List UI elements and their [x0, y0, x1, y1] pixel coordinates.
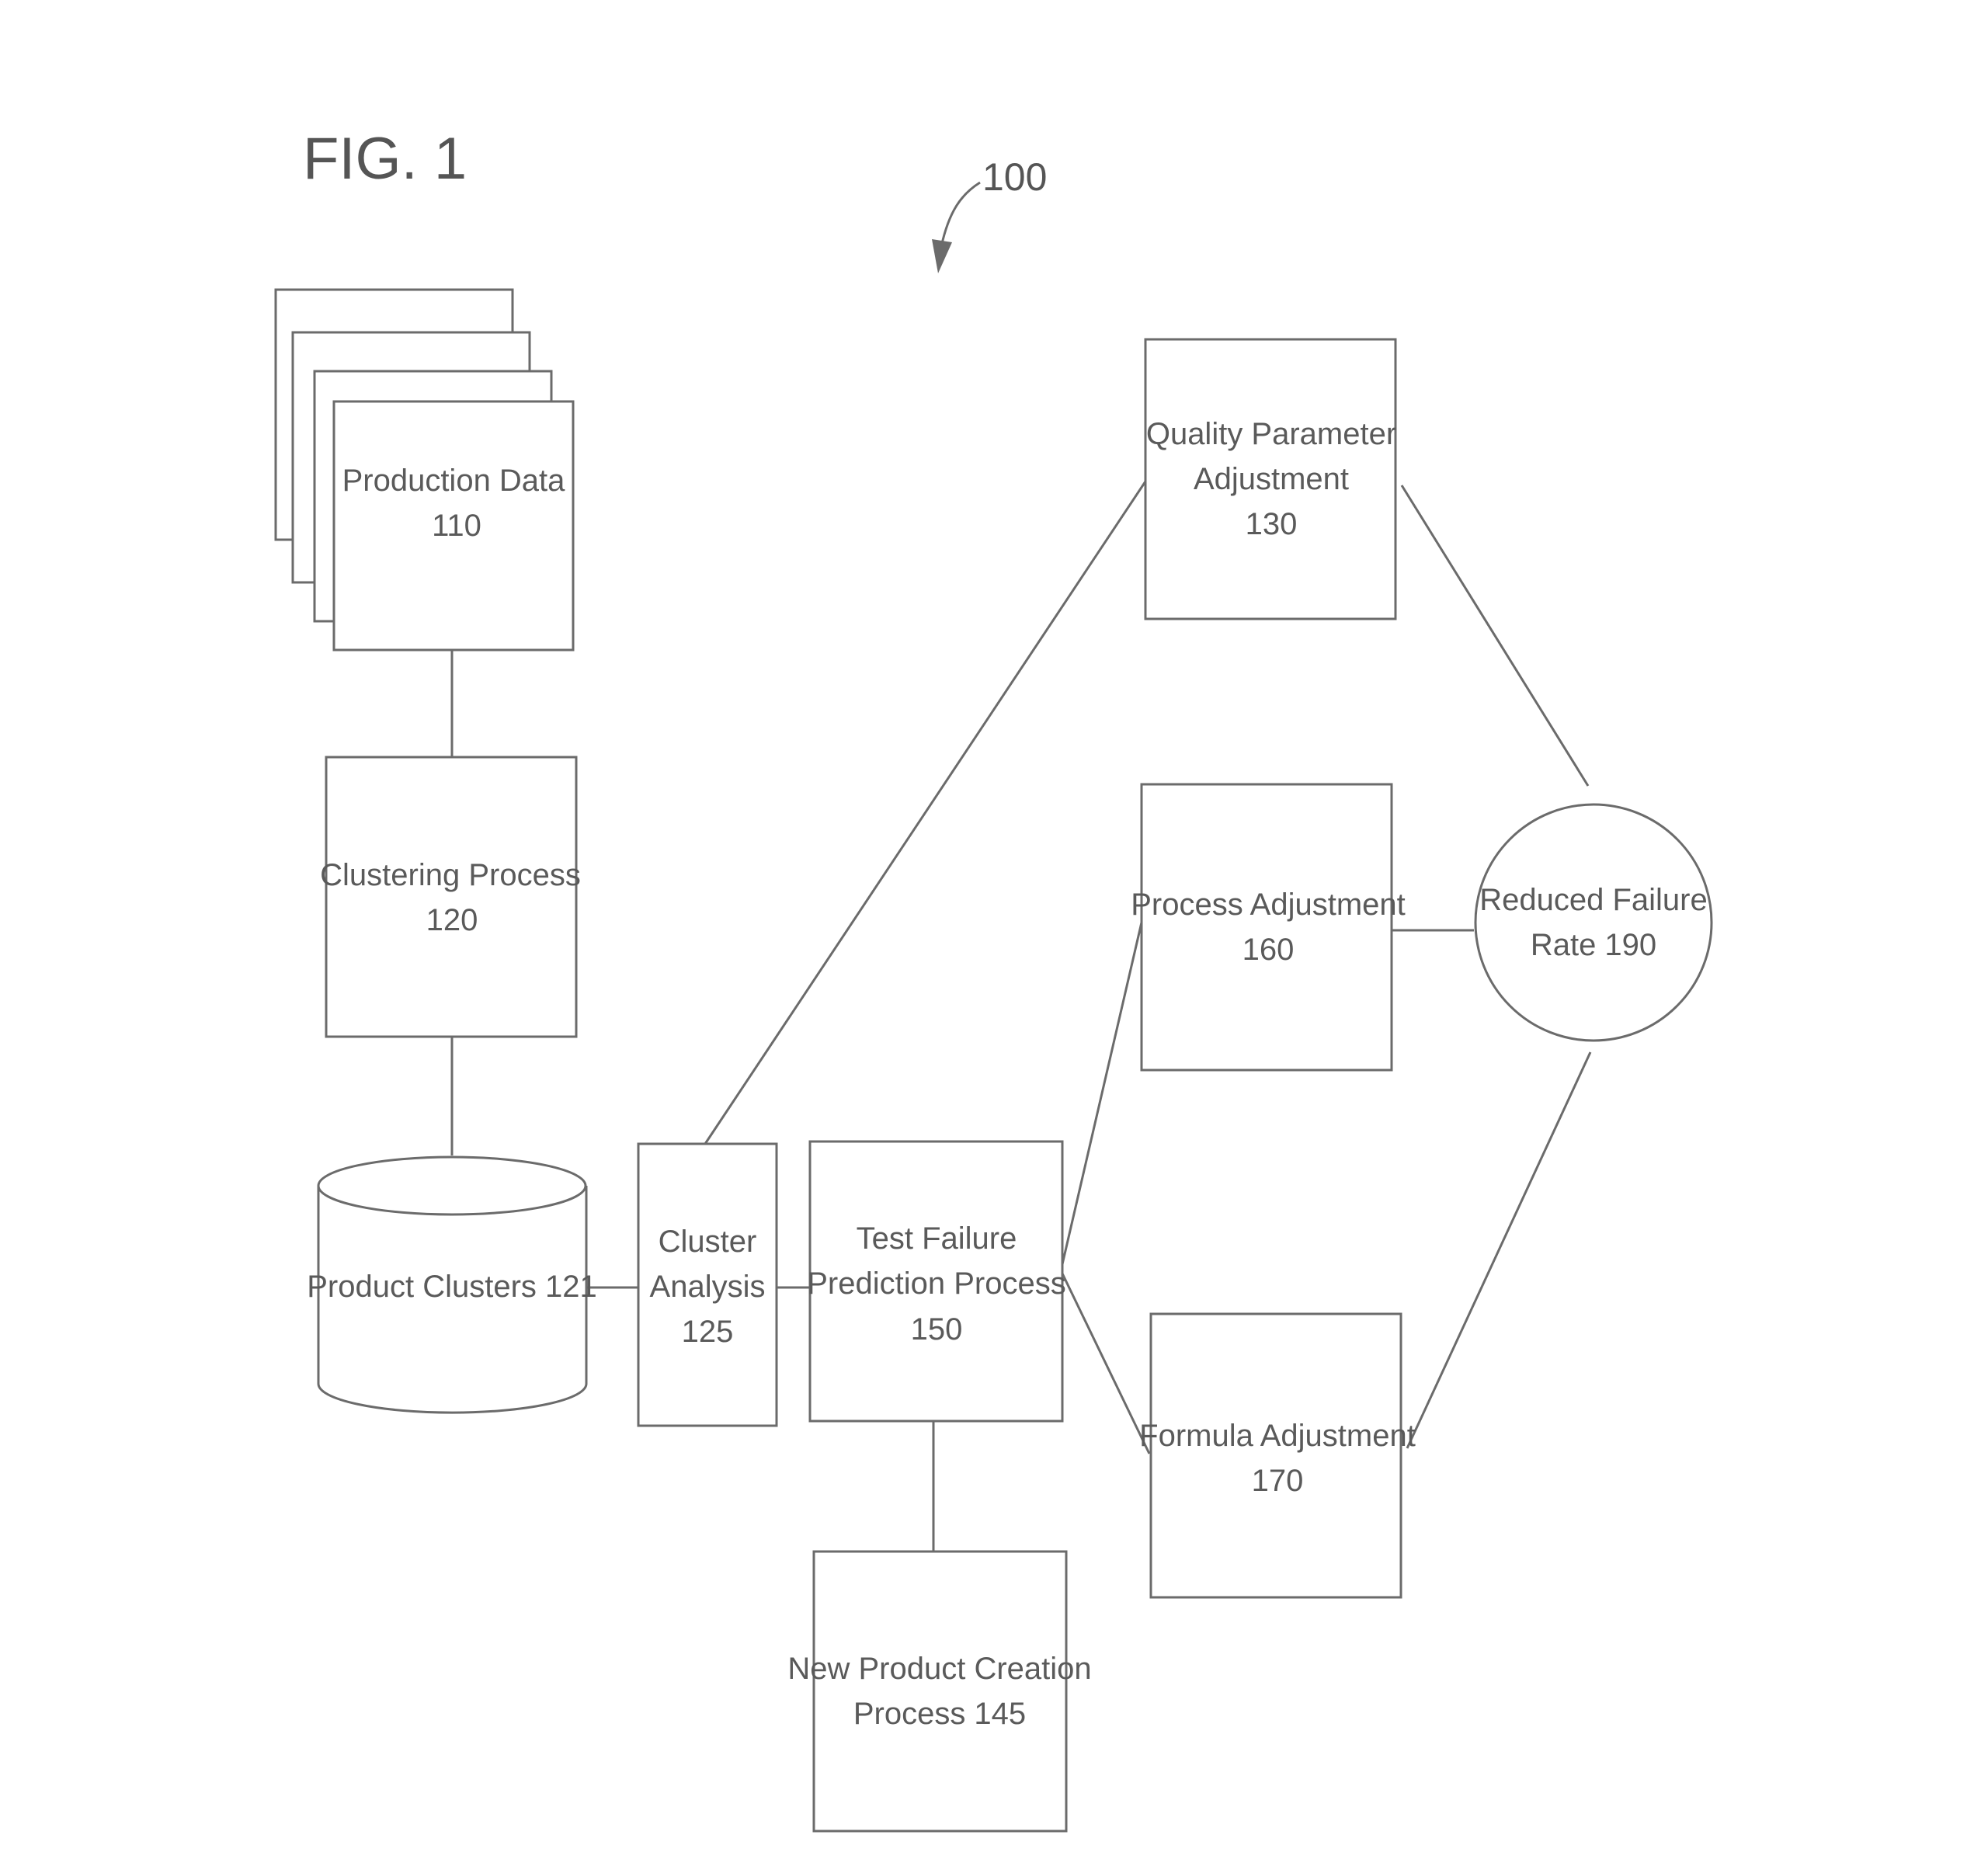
- new-product-creation-box: [812, 1550, 1068, 1833]
- cluster-analysis-number: 125: [682, 1315, 734, 1349]
- connector-prediction-process: [1061, 922, 1143, 1265]
- process-adjustment-label: Process Adjustment: [1131, 888, 1406, 922]
- figure-reference-number: 100: [982, 155, 1047, 199]
- new-product-creation-label-2: Process 145: [853, 1697, 1026, 1731]
- cluster-analysis-box: [637, 1142, 778, 1427]
- node-test-failure-prediction: Test Failure Prediction Process 150: [807, 1140, 1066, 1423]
- quality-parameter-adjustment-box: [1144, 338, 1397, 620]
- node-product-clusters: Product Clusters 121: [307, 1155, 597, 1414]
- clustering-process-number: 120: [426, 903, 478, 937]
- product-clusters-cylinder-body: [317, 1186, 588, 1414]
- test-failure-prediction-label-2: Prediction Process: [807, 1267, 1065, 1301]
- node-production-data: Production Data 110: [274, 288, 575, 652]
- clustering-process-box: [325, 756, 578, 1038]
- test-failure-prediction-number: 150: [911, 1312, 963, 1347]
- product-clusters-cylinder-top: [317, 1155, 587, 1216]
- connector-analysis-quality: [704, 481, 1147, 1145]
- connector-prediction-formula: [1061, 1273, 1151, 1454]
- node-quality-parameter-adjustment: Quality Parameter Adjustment 130: [1144, 338, 1397, 620]
- node-formula-adjustment: Formula Adjustment 170: [1139, 1312, 1416, 1599]
- node-clustering-process: Clustering Process 120: [320, 756, 581, 1038]
- product-clusters-label: Product Clusters 121: [307, 1270, 597, 1304]
- quality-parameter-adjustment-number: 130: [1246, 507, 1298, 541]
- process-adjustment-box: [1140, 783, 1393, 1072]
- formula-adjustment-box: [1149, 1312, 1402, 1599]
- test-failure-prediction-label-1: Test Failure: [857, 1221, 1017, 1256]
- production-data-label: Production Data: [342, 464, 566, 498]
- connector-quality-reduced: [1400, 485, 1590, 787]
- connectors: [450, 481, 1592, 1552]
- reduced-failure-rate-label-1: Reduced Failure: [1479, 883, 1708, 917]
- test-failure-prediction-box: [808, 1140, 1064, 1423]
- production-data-sheet-1: [332, 400, 575, 652]
- reference-leader-arrow: [940, 181, 981, 248]
- new-product-creation-label-1: New Product Creation: [787, 1652, 1091, 1686]
- reduced-failure-rate-circle: [1474, 803, 1713, 1042]
- node-new-product-creation: New Product Creation Process 145: [787, 1550, 1092, 1833]
- figure-title: FIG. 1: [303, 126, 467, 192]
- node-reduced-failure-rate: Reduced Failure Rate 190: [1474, 803, 1713, 1042]
- production-data-number: 110: [432, 509, 481, 543]
- quality-parameter-adjustment-label-2: Adjustment: [1194, 462, 1349, 496]
- connector-formula-reduced: [1406, 1051, 1592, 1449]
- reduced-failure-rate-label-2: Rate 190: [1531, 928, 1656, 962]
- cluster-analysis-label-2: Analysis: [650, 1270, 766, 1304]
- quality-parameter-adjustment-label-1: Quality Parameter: [1146, 417, 1396, 451]
- formula-adjustment-number: 170: [1252, 1464, 1304, 1498]
- reference-arrowhead-icon: [932, 239, 952, 273]
- cluster-analysis-label-1: Cluster: [659, 1225, 757, 1259]
- formula-adjustment-label: Formula Adjustment: [1139, 1419, 1416, 1453]
- clustering-process-label: Clustering Process: [320, 858, 581, 892]
- node-cluster-analysis: Cluster Analysis 125: [637, 1142, 778, 1427]
- node-process-adjustment: Process Adjustment 160: [1131, 783, 1406, 1072]
- process-adjustment-number: 160: [1242, 933, 1295, 967]
